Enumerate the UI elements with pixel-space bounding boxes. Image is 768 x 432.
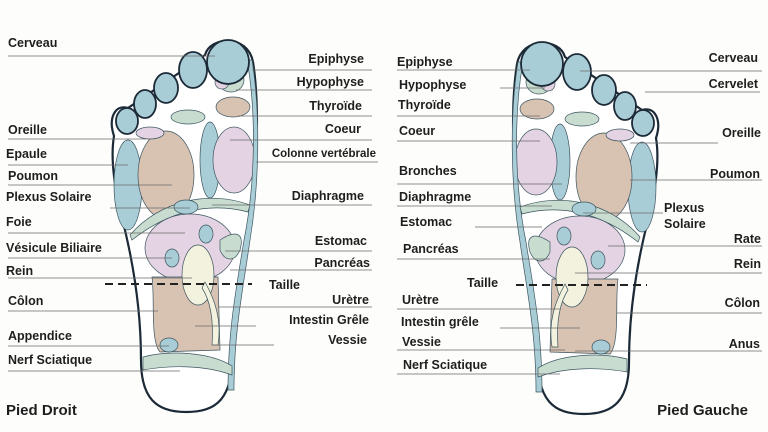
label-pancreas: Pancréas xyxy=(403,242,459,256)
label-cervelet: Cervelet xyxy=(709,77,759,91)
title-pied-droit: Pied Droit xyxy=(6,402,77,419)
label-rate: Rate xyxy=(734,232,761,246)
right-foot-labels-left: Cerveau Oreille Epaule Poumon Plexus Sol… xyxy=(6,36,102,419)
left-foot-right-leaders xyxy=(575,70,762,352)
label-diaphragme: Diaphragme xyxy=(399,190,471,204)
label-uretre: Urètre xyxy=(402,293,439,307)
label-nerf-sciatique: Nerf Sciatique xyxy=(8,353,92,367)
label-epaule: Epaule xyxy=(6,147,47,161)
right-foot-illustration xyxy=(110,38,259,414)
label-pancreas: Pancréas xyxy=(314,256,370,270)
right-foot-right-leaders xyxy=(195,69,378,346)
label-plexus-solaire: Plexus Solaire xyxy=(6,190,92,204)
label-epiphyse: Epiphyse xyxy=(397,55,453,69)
label-nerf-sciatique: Nerf Sciatique xyxy=(403,358,487,372)
label-appendice: Appendice xyxy=(8,329,72,343)
label-thyroide: Thyroïde xyxy=(309,99,362,113)
right-foot-labels-right: Epiphyse Hypophyse Thyroïde Coeur Colonn… xyxy=(269,52,376,347)
label-oreille: Oreille xyxy=(722,126,761,140)
label-estomac: Estomac xyxy=(315,234,367,248)
label-cerveau: Cerveau xyxy=(8,36,57,50)
label-cerveau: Cerveau xyxy=(709,51,758,65)
label-coeur: Coeur xyxy=(325,122,361,136)
label-thyroide: Thyroïde xyxy=(398,98,451,112)
right-foot-left-leaders xyxy=(8,55,215,372)
label-poumon: Poumon xyxy=(710,167,760,181)
title-pied-gauche: Pied Gauche xyxy=(657,402,748,419)
label-rein: Rein xyxy=(6,264,33,278)
label-colon: Côlon xyxy=(725,296,760,310)
label-vessie: Vessie xyxy=(402,335,441,349)
left-foot-illustration xyxy=(511,40,660,416)
label-taille: Taille xyxy=(467,276,498,290)
label-anus: Anus xyxy=(729,337,760,351)
label-colon: Côlon xyxy=(8,294,43,308)
label-oreille: Oreille xyxy=(8,123,47,137)
label-hypophyse: Hypophyse xyxy=(297,75,364,89)
label-solaire: Solaire xyxy=(664,217,706,231)
left-foot-left-leaders xyxy=(397,69,580,375)
left-foot-labels-left: Epiphyse Hypophyse Thyroïde Coeur Bronch… xyxy=(397,55,498,372)
label-intestin-grele: Intestin Grêle xyxy=(289,313,369,327)
left-foot-labels-right: Cerveau Cervelet Oreille Poumon Plexus S… xyxy=(657,51,761,419)
label-vessie: Vessie xyxy=(328,333,367,347)
label-vesicule-biliaire: Vésicule Biliaire xyxy=(6,241,102,255)
label-diaphragme: Diaphragme xyxy=(292,189,364,203)
label-estomac: Estomac xyxy=(400,215,452,229)
label-coeur: Coeur xyxy=(399,124,435,138)
label-foie: Foie xyxy=(6,215,32,229)
label-uretre: Urètre xyxy=(332,293,369,307)
label-intestin-grele: Intestin grêle xyxy=(401,315,479,329)
label-poumon: Poumon xyxy=(8,169,58,183)
label-plexus: Plexus xyxy=(664,201,704,215)
label-rein: Rein xyxy=(734,257,761,271)
label-hypophyse: Hypophyse xyxy=(399,78,466,92)
label-epiphyse: Epiphyse xyxy=(308,52,364,66)
label-bronches: Bronches xyxy=(399,164,457,178)
label-taille: Taille xyxy=(269,278,300,292)
label-colonne-vertebrale: Colonne vertébrale xyxy=(272,148,376,160)
